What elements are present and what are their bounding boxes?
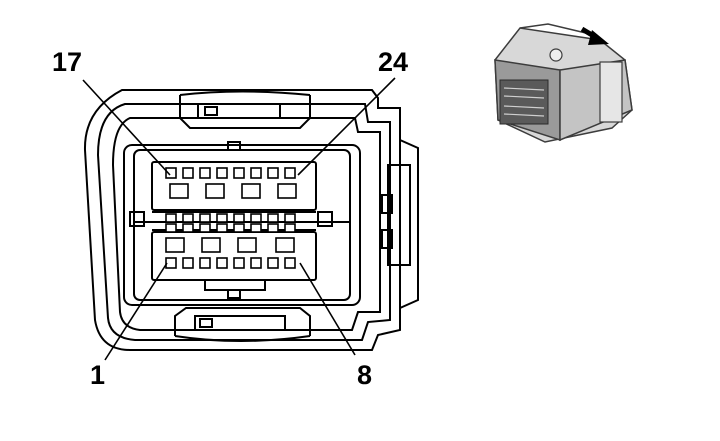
pin-cavity	[182, 257, 194, 269]
leader-24	[297, 77, 396, 176]
pin-cavity	[267, 167, 279, 179]
pin-label-8: 8	[357, 360, 372, 390]
pin-key-box	[205, 183, 225, 199]
pin-cavity	[250, 213, 262, 223]
pin-key-box	[275, 237, 295, 253]
connector-3d-view-icon	[494, 23, 633, 143]
pin-cavity	[199, 257, 211, 269]
pin-cavity	[182, 223, 194, 233]
leader-1	[104, 262, 168, 361]
pin-cavity	[199, 213, 211, 223]
top-latch	[179, 90, 311, 129]
pin-cavity	[216, 257, 228, 269]
leader-lines	[82, 77, 396, 361]
bottom-latch	[174, 307, 311, 342]
pin-cavity	[284, 213, 296, 223]
pin-key-box	[169, 183, 189, 199]
pin-cavity	[165, 167, 177, 179]
pin-cavity-block	[123, 141, 361, 306]
pin-cavity	[267, 257, 279, 269]
pin-cavity	[284, 223, 296, 233]
pin-cavity	[199, 223, 211, 233]
pin-label-1: 1	[90, 360, 105, 390]
pin-cavity	[233, 223, 245, 233]
pin-cavity	[165, 213, 177, 223]
view-direction-arrow-icon	[580, 26, 609, 45]
pin-cavity	[284, 257, 296, 269]
pin-cavity	[284, 167, 296, 179]
pin-cavity	[182, 213, 194, 223]
right-side-lock	[381, 140, 411, 308]
upper-row-frame	[151, 161, 317, 211]
pin-key-box	[165, 237, 185, 253]
housing-outer	[83, 89, 419, 351]
pin-grid	[165, 167, 297, 269]
pin-cavity	[250, 223, 262, 233]
pin-cavity	[250, 257, 262, 269]
leader-17	[82, 79, 171, 176]
pin-cavity	[216, 167, 228, 179]
pin-cavity	[233, 167, 245, 179]
pin-label-24: 24	[378, 47, 408, 77]
pin-cavity	[216, 213, 228, 223]
pin-cavity	[199, 167, 211, 179]
pin-key-box	[201, 237, 221, 253]
pin-cavity	[216, 223, 228, 233]
pin-cavity	[165, 223, 177, 233]
pin-label-17: 17	[52, 47, 82, 77]
pin-cavity	[250, 167, 262, 179]
pin-cavity	[267, 223, 279, 233]
pin-cavity	[165, 257, 177, 269]
pin-cavity	[233, 213, 245, 223]
leader-8	[299, 262, 356, 356]
pin-cavity	[233, 257, 245, 269]
pin-cavity	[267, 213, 279, 223]
housing-inner	[96, 103, 391, 341]
housing-inner-2	[111, 117, 381, 331]
pin-key-box	[241, 183, 261, 199]
pin-key-box	[277, 183, 297, 199]
pin-cavity	[182, 167, 194, 179]
pin-key-box	[237, 237, 257, 253]
